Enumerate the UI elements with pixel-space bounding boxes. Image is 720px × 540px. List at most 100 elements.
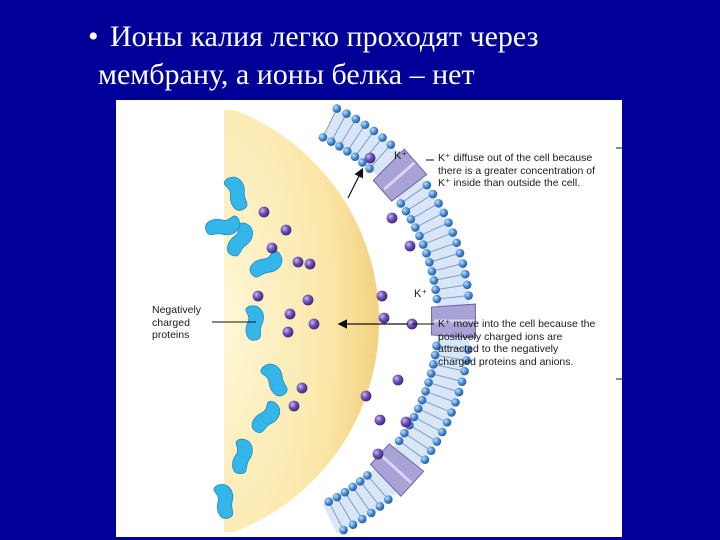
lipid-tail	[439, 284, 464, 290]
note-influx: K⁺ move into the cell because the positi…	[438, 318, 618, 368]
potassium-ion	[386, 212, 398, 224]
potassium-ion	[374, 414, 386, 426]
protein-blob	[223, 176, 248, 211]
phospholipid-head	[418, 240, 428, 249]
note-efflux-line: K⁺ inside than outside the cell.	[438, 177, 581, 189]
phospholipid-head	[365, 164, 374, 173]
potassium-ion	[284, 308, 296, 320]
phospholipid-head	[369, 126, 379, 136]
lipid-tail	[362, 484, 378, 504]
phospholipid-head	[455, 248, 465, 258]
cell-illustration	[205, 104, 622, 537]
potassium-ion	[288, 400, 300, 412]
negatively-charged-proteins	[205, 176, 288, 519]
lipid-tail	[371, 147, 389, 166]
note-efflux: K⁺ diffuse out of the cell because there…	[438, 152, 618, 190]
potassium-ion	[292, 256, 304, 268]
potassium-ion	[378, 312, 390, 324]
bullet-line-1: Ионы калия легко проходят через	[110, 20, 539, 53]
protein-blob	[245, 305, 264, 341]
phospholipid-head	[350, 152, 360, 162]
potassium-ions	[252, 152, 418, 460]
phospholipid-head	[332, 492, 342, 502]
phospholipid-head	[413, 404, 423, 413]
phospholipid-head	[417, 395, 427, 405]
phospholipid-head	[422, 249, 431, 258]
protein-blob	[213, 484, 234, 519]
lipid-tail	[434, 373, 459, 382]
phospholipid-head	[335, 142, 344, 151]
protein-blob	[249, 250, 283, 278]
phospholipid-head	[348, 482, 357, 492]
phospholipid-head	[394, 436, 404, 446]
bullet-text: Ионы калия легко проходят через мембрану…	[98, 18, 710, 94]
potassium-ion	[302, 294, 314, 306]
note-influx-line: positively charged ions are	[438, 330, 563, 343]
phospholipid-head	[421, 387, 430, 396]
potassium-ion	[258, 206, 270, 218]
protein-blob	[260, 363, 288, 397]
lipid-tail	[324, 111, 336, 134]
phospholipid-head	[432, 341, 441, 351]
phospholipid-head	[375, 502, 385, 511]
phospholipid-head	[432, 437, 442, 446]
lipid-tail	[435, 264, 460, 271]
phospholipid-head	[437, 427, 447, 437]
ion-label-mid: K⁺	[414, 288, 428, 300]
lipid-tail	[369, 478, 387, 497]
bullet-mark: •	[88, 20, 99, 53]
phospholipid-head	[434, 199, 443, 208]
lipid-tail	[356, 133, 372, 154]
lipid-tail	[409, 195, 430, 210]
lipid-tail	[332, 116, 346, 139]
phospholipid-head	[318, 133, 328, 142]
phospholipid-head	[411, 223, 420, 232]
potassium-ion	[304, 258, 316, 270]
phospholipid-head	[324, 497, 334, 506]
potassium-ion	[360, 390, 372, 402]
phospholipid-head	[431, 285, 440, 295]
lipid-tail	[430, 243, 454, 253]
phospholipid-head	[427, 267, 437, 276]
phospholipid-head	[444, 218, 453, 227]
potassium-ion	[404, 240, 416, 252]
phospholipid-head	[464, 291, 473, 300]
lipid-tail	[426, 233, 450, 244]
protein-label-line: proteins	[152, 329, 190, 341]
lipid-tail	[432, 383, 456, 392]
ion-channels	[369, 148, 476, 498]
phospholipid-head	[447, 408, 456, 417]
lipid-tail	[422, 223, 446, 235]
lipid-tail	[438, 355, 463, 361]
phospholipid-head	[460, 366, 469, 376]
efflux-arrow	[347, 167, 364, 199]
protein-label: Negatively charged proteins	[152, 304, 232, 342]
phospholipid-head	[457, 377, 467, 386]
lipid-tail	[414, 204, 436, 218]
phospholipid-head	[422, 180, 432, 190]
lipid-tail	[440, 345, 465, 350]
lipid-tail	[338, 500, 352, 522]
lipid-tail	[330, 504, 343, 527]
phospholipid-head	[358, 514, 367, 524]
phospholipid-head	[454, 387, 464, 397]
phospholipid-head	[432, 294, 442, 304]
potassium-ion	[392, 374, 404, 386]
lipid-tail	[341, 122, 355, 144]
bullet-line-2: мембрану, а ионы белка – нет	[98, 58, 475, 91]
lipid-tail	[402, 442, 423, 458]
protein-blob	[251, 400, 281, 434]
potassium-ion	[282, 326, 294, 338]
phospholipid-head	[429, 276, 439, 285]
phospholipid-head	[462, 356, 471, 365]
phospholipid-head	[451, 398, 460, 407]
phospholipid-head	[342, 147, 352, 156]
lipid-tail	[346, 495, 361, 516]
phospholipid-head	[424, 378, 433, 387]
phospholipid-head	[426, 446, 436, 456]
phospholipid-head	[396, 199, 406, 208]
phospholipid-head	[332, 104, 342, 113]
potassium-ion	[372, 448, 384, 460]
lipid-tail	[349, 127, 364, 149]
phospholipid-head	[415, 231, 424, 241]
